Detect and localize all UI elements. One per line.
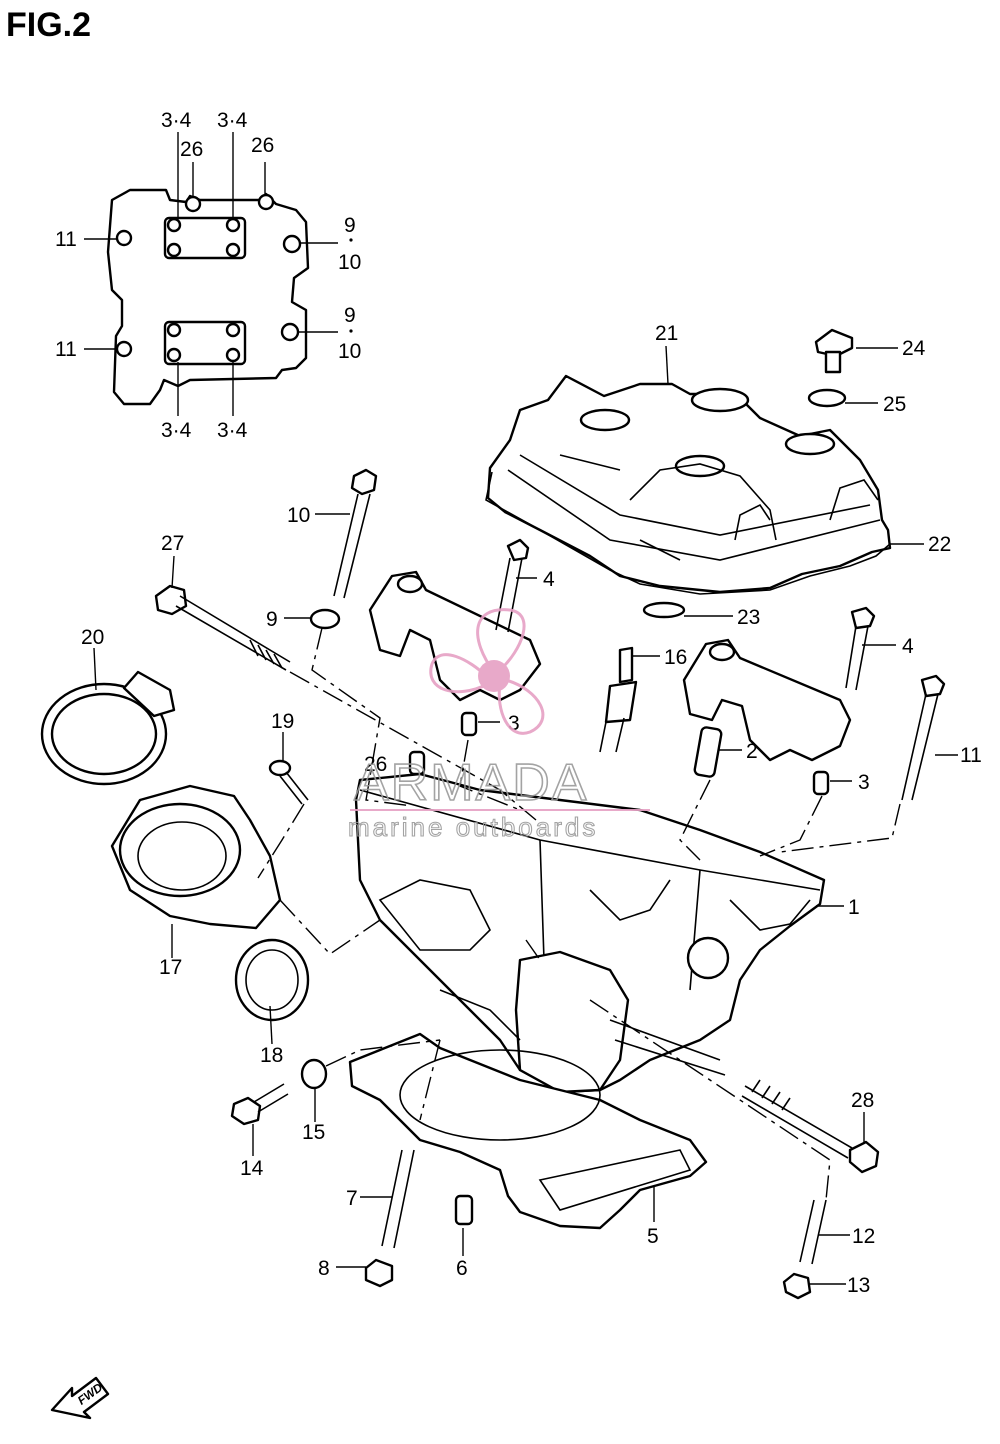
- figure-title: FIG.2: [6, 6, 91, 44]
- watermark: ARMADA marine outboards: [347, 608, 650, 843]
- intake-hose-clamp: [40, 670, 176, 786]
- washer-15: [300, 1058, 328, 1090]
- head-cover-gasket: [485, 471, 891, 595]
- callout-5: 5: [647, 1225, 659, 1248]
- callout-1: 1: [848, 896, 860, 919]
- nut-8: [364, 1258, 394, 1288]
- callout-inset-11-a: 11: [55, 228, 77, 251]
- callout-27: 27: [161, 532, 184, 555]
- callout-inset-10-b: 10: [338, 340, 361, 363]
- callout-10: 10: [287, 504, 310, 527]
- intake-gasket: [234, 938, 310, 1022]
- callout-16: 16: [664, 646, 687, 669]
- cylinder-head-cover: [486, 374, 892, 594]
- bolt-11: [901, 674, 946, 801]
- callout-3-upper: 3: [508, 712, 520, 735]
- camshaft-cap-upper: [368, 570, 542, 702]
- watermark-brand: ARMADA: [354, 754, 588, 812]
- long-bolt-28: [741, 1079, 880, 1174]
- callout-28: 28: [851, 1089, 874, 1112]
- callout-18: 18: [260, 1044, 283, 1067]
- callout-24: 24: [902, 337, 926, 360]
- callout-3-lower: 3: [858, 771, 870, 794]
- dowel-3-lower: [812, 770, 830, 796]
- bolt-10: [333, 468, 378, 599]
- cover-seal: [642, 601, 686, 619]
- watermark-tagline: marine outboards: [348, 812, 598, 842]
- callout-23: 23: [737, 606, 760, 629]
- inset-bolt-pattern: [84, 132, 353, 416]
- callout-leaders: [93, 345, 958, 1285]
- pin-2: [693, 726, 723, 778]
- callout-21: 21: [655, 322, 678, 345]
- cover-bolt-cap: [814, 328, 854, 374]
- callout-inset-9-b: 9: [344, 304, 356, 327]
- callout-inset-3-4-d: 3·4: [217, 419, 248, 442]
- callout-inset-10-a: 10: [338, 251, 361, 274]
- dowel-3-upper: [460, 711, 478, 737]
- callout-6: 6: [456, 1257, 468, 1280]
- callout-inset-11-b: 11: [55, 338, 77, 361]
- callout-inset-9-a: 9: [344, 214, 356, 237]
- callout-inset-3-4-b: 3·4: [217, 109, 248, 132]
- callout-inset-26-b: 26: [251, 134, 274, 157]
- long-bolt-27: [154, 584, 291, 671]
- callout-inset-3-4-c: 3·4: [161, 419, 192, 442]
- cover-washer: [807, 388, 847, 408]
- callout-9: 9: [266, 608, 278, 631]
- callout-22: 22: [928, 533, 951, 556]
- callout-17: 17: [159, 956, 182, 979]
- callout-inset-26-a: 26: [180, 138, 203, 161]
- callout-25: 25: [883, 393, 906, 416]
- callout-4-lower: 4: [902, 635, 914, 658]
- camshaft-cap-lower: [682, 638, 852, 762]
- fwd-arrow: FWD: [50, 1376, 110, 1420]
- callout-11: 11: [960, 744, 982, 767]
- callout-20: 20: [81, 626, 104, 649]
- dowel-6: [454, 1194, 474, 1226]
- nut-13: [782, 1272, 812, 1300]
- bolt-4-upper: [495, 538, 530, 633]
- intake-manifold: [110, 784, 282, 930]
- watermark-propeller-logo: [429, 608, 545, 735]
- callout-15: 15: [302, 1121, 325, 1144]
- washer-9: [309, 608, 341, 630]
- bolt-4-lower: [845, 606, 876, 691]
- callout-12: 12: [852, 1225, 875, 1248]
- callout-labels: 3·4 3·4 26 26 11 11 9 10 9 10 3·4 3·4 21…: [55, 109, 982, 1297]
- callout-13: 13: [847, 1274, 870, 1297]
- callout-8: 8: [318, 1257, 330, 1280]
- spark-plug-16: [599, 646, 638, 753]
- callout-4-upper: 4: [543, 568, 555, 591]
- callout-inset-3-4-a: 3·4: [161, 109, 192, 132]
- bolt-14: [230, 1083, 289, 1126]
- dowel-26: [408, 750, 426, 776]
- callout-14: 14: [240, 1157, 264, 1180]
- cylinder-head: [354, 772, 826, 1094]
- stud-12: [799, 1199, 827, 1265]
- head-gasket: [348, 1032, 708, 1230]
- stud-7: [381, 1149, 415, 1249]
- callout-2: 2: [746, 740, 758, 763]
- screw-19: [268, 759, 309, 805]
- callout-7: 7: [346, 1187, 358, 1210]
- callout-19: 19: [271, 710, 294, 733]
- callout-26: 26: [364, 753, 387, 776]
